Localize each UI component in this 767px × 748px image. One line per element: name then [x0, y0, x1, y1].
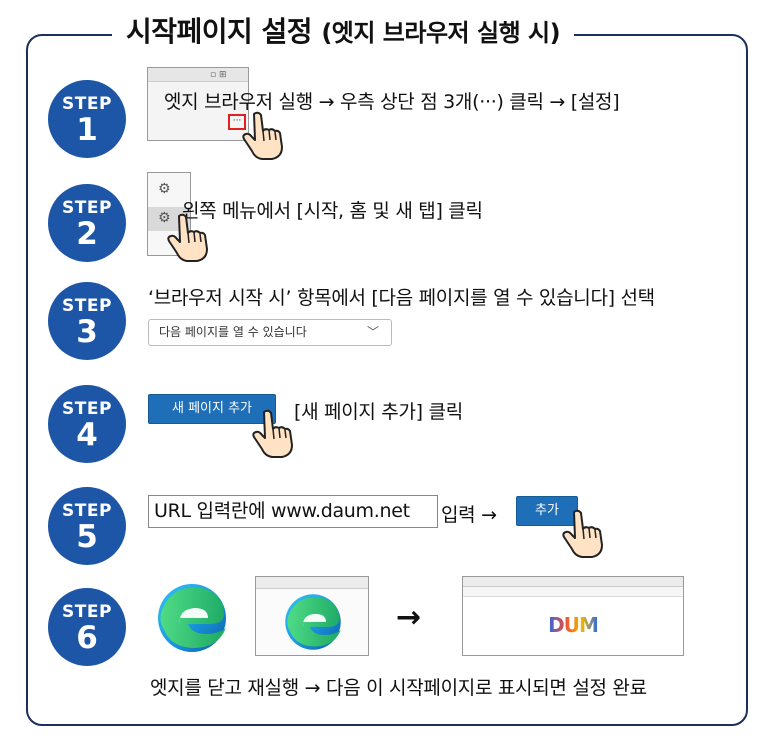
step-2-number: 2	[76, 216, 98, 252]
step-1-number: 1	[76, 112, 98, 148]
edge-logo-icon	[285, 594, 341, 650]
step-2-badge: STEP 2	[48, 184, 126, 262]
gear-icon: ⚙	[158, 181, 171, 197]
url-input[interactable]: URL 입력란에 www.daum.net	[148, 495, 438, 528]
step-5-badge: STEP 5	[48, 487, 126, 565]
step-4-text: [새 페이지 추가] 클릭	[294, 401, 463, 423]
daum-start-page-screenshot: DUM	[462, 576, 684, 656]
step-4-badge: STEP 4	[48, 385, 126, 463]
step-6-text: 엣지를 닫고 재실행 → 다음 이 시작페이지로 표시되면 설정 완료	[150, 677, 647, 699]
daum-logo: DUM	[463, 613, 683, 637]
step-6-badge: STEP 6	[48, 588, 126, 666]
dropdown-value: 다음 페이지를 열 수 있습니다	[159, 325, 307, 339]
page-title: 시작페이지 설정 (엣지 브라우저 실행 시)	[112, 12, 575, 52]
step-1-screenshot: ▫ ⊞ ···	[147, 67, 249, 141]
step-1-label: STEP	[62, 94, 112, 114]
step-3-badge: STEP 3	[48, 282, 126, 360]
step-1-text: 엣지 브라우저 실행 → 우측 상단 점 3개(···) 클릭 → [설정]	[164, 91, 620, 113]
hand-pointer-icon	[167, 213, 208, 262]
step-5-label: STEP	[62, 501, 112, 521]
browser-titlebar	[256, 577, 368, 589]
more-options-icon[interactable]: ···	[228, 114, 246, 130]
hand-pointer-icon	[562, 509, 603, 558]
edge-window-screenshot	[255, 576, 369, 656]
arrow-right-icon: →	[396, 600, 421, 635]
step-3-number: 3	[76, 314, 98, 350]
step-6-label: STEP	[62, 602, 112, 622]
add-new-page-button[interactable]: 새 페이지 추가	[148, 394, 276, 424]
step-1-badge: STEP 1	[48, 80, 126, 158]
step-2-label: STEP	[62, 198, 112, 218]
step-6-number: 6	[76, 620, 98, 656]
chevron-down-icon: ﹀	[366, 325, 379, 339]
step-4-number: 4	[76, 417, 98, 453]
step-3-text: ‘브라우저 시작 시’ 항목에서 [다음 페이지를 열 수 있습니다] 선택	[148, 287, 655, 309]
hand-pointer-icon	[242, 111, 283, 160]
hand-pointer-icon	[252, 409, 293, 458]
step-5-text: 입력 →	[441, 504, 497, 526]
daum-logo-text: DUM	[548, 613, 599, 637]
address-bar	[463, 587, 683, 597]
home-settings-icon: ⚙	[158, 210, 171, 226]
step-4-label: STEP	[62, 399, 112, 419]
add-button[interactable]: 추가	[516, 496, 578, 526]
edge-logo-icon	[158, 584, 226, 652]
browser-titlebar	[148, 68, 248, 82]
startup-dropdown[interactable]: 다음 페이지를 열 수 있습니다 ﹀	[148, 319, 392, 346]
step-3-label: STEP	[62, 296, 112, 316]
title-main: 시작페이지 설정	[126, 15, 313, 48]
title-sub: (엣지 브라우저 실행 시)	[321, 19, 561, 47]
step-5-number: 5	[76, 519, 98, 555]
browser-titlebar	[463, 577, 683, 587]
step-2-text: 왼쪽 메뉴에서 [시작, 홈 및 새 탭] 클릭	[182, 200, 483, 222]
tab-icon: ▫ ⊞	[210, 70, 227, 80]
